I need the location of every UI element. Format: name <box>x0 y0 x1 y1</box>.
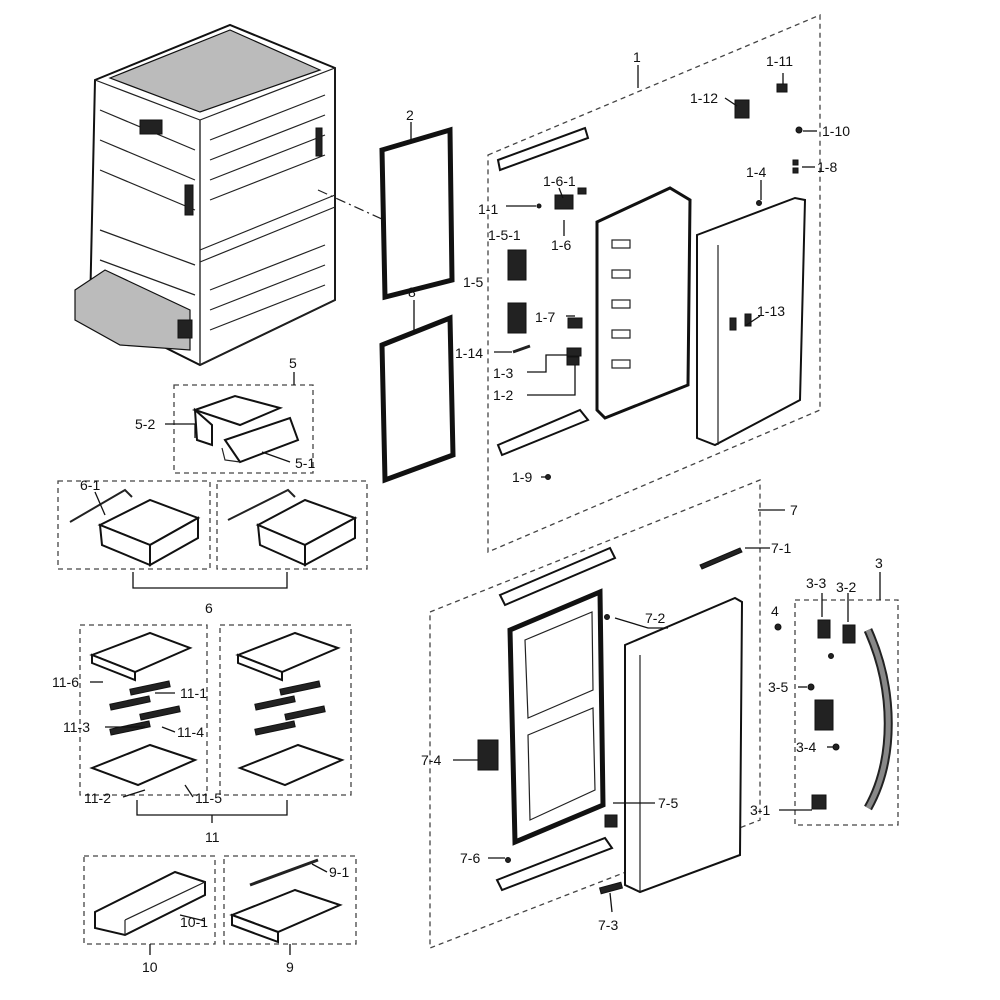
door-liner-7 <box>507 588 606 846</box>
tray-9 <box>229 858 343 944</box>
label-1-6-1: 1-6-1 <box>543 173 576 189</box>
label-7-2: 7-2 <box>645 610 665 626</box>
label-1-10: 1-10 <box>822 123 850 139</box>
label-5: 5 <box>289 355 297 371</box>
door-handle-3 <box>774 619 893 811</box>
leader-lines-1 <box>494 65 817 478</box>
label-1-5-1: 1-5-1 <box>488 227 521 243</box>
group-11-box-left <box>79 624 208 796</box>
door-bin-5 <box>191 394 300 464</box>
label-1-14: 1-14 <box>455 345 483 361</box>
label-1-8: 1-8 <box>817 159 837 175</box>
label-3-5: 3-5 <box>768 679 788 695</box>
label-2: 2 <box>406 107 414 123</box>
label-1-11: 1-11 <box>766 53 793 69</box>
label-11-2: 11-2 <box>84 790 111 806</box>
label-6: 6 <box>205 600 213 616</box>
label-1-12: 1-12 <box>690 90 718 106</box>
door-bin-10-1 <box>94 870 206 937</box>
label-1-4: 1-4 <box>746 164 766 180</box>
label-3-3: 3-3 <box>806 575 826 591</box>
label-11-4: 11-4 <box>177 724 204 740</box>
label-11: 11 <box>205 829 220 845</box>
hinge-cap-1 <box>496 126 590 172</box>
label-7-1: 7-1 <box>771 540 791 556</box>
label-3-4: 3-4 <box>796 739 816 755</box>
label-7-6: 7-6 <box>460 850 480 866</box>
group-3-box <box>794 599 899 826</box>
label-9-1: 9-1 <box>329 864 349 880</box>
label-1-7: 1-7 <box>535 309 555 325</box>
label-7-3: 7-3 <box>598 917 618 933</box>
label-1-13: 1-13 <box>757 303 785 319</box>
door-gasket-8 <box>379 314 456 484</box>
label-1-6: 1-6 <box>551 237 571 253</box>
callout-labels: 1 1-11 1-12 1-10 1-8 1-4 1-6-1 1-1 1-6 1… <box>52 49 883 975</box>
leader-lines-7 <box>453 509 785 913</box>
label-6-1: 6-1 <box>80 477 100 493</box>
door-panel-7 <box>624 596 744 894</box>
group-11-box-right <box>219 624 352 796</box>
drawer-assembly-11-right <box>235 631 345 787</box>
leader-lines-3 <box>779 572 881 811</box>
door-liner-1 <box>595 186 692 420</box>
label-5-2: 5-2 <box>135 416 155 432</box>
label-7-5: 7-5 <box>658 795 678 811</box>
group-6-box-left <box>57 480 211 570</box>
leader-lines-left <box>90 122 415 922</box>
label-11-6: 11-6 <box>52 674 79 690</box>
tray-6-right <box>227 488 358 567</box>
label-3-1: 3-1 <box>750 802 770 818</box>
label-11-3: 11-3 <box>63 719 90 735</box>
label-1-9: 1-9 <box>512 469 532 485</box>
label-1-3: 1-3 <box>493 365 513 381</box>
group-5-box <box>173 384 314 474</box>
group-9-box <box>223 855 357 945</box>
label-8: 8 <box>408 284 416 300</box>
label-1-5: 1-5 <box>463 274 483 290</box>
label-7-4: 7-4 <box>421 752 441 768</box>
label-3: 3 <box>875 555 883 571</box>
group-7-box <box>429 479 761 949</box>
label-1: 1 <box>633 49 641 65</box>
label-4: 4 <box>771 603 779 619</box>
label-10: 10 <box>142 959 158 975</box>
small-parts-1 <box>507 83 803 480</box>
label-11-1: 11-1 <box>180 685 207 701</box>
door-cap-lower-1 <box>496 408 590 457</box>
group-10-box <box>83 855 216 945</box>
group-6-bracket <box>132 572 288 589</box>
group-6-box-right <box>216 480 368 570</box>
refrigerator-cabinet <box>74 23 396 367</box>
drawer-assembly-11-left <box>89 631 198 787</box>
label-3-2: 3-2 <box>836 579 856 595</box>
label-9: 9 <box>286 959 294 975</box>
label-10-1: 10-1 <box>180 914 208 930</box>
label-1-2: 1-2 <box>493 387 513 403</box>
door-gasket-2 <box>379 126 455 301</box>
label-7: 7 <box>790 502 798 518</box>
label-11-5: 11-5 <box>195 790 222 806</box>
label-1-1: 1-1 <box>478 201 498 217</box>
door-caps-7 <box>477 546 743 895</box>
label-5-1: 5-1 <box>295 455 315 471</box>
tray-6-left <box>69 488 201 567</box>
